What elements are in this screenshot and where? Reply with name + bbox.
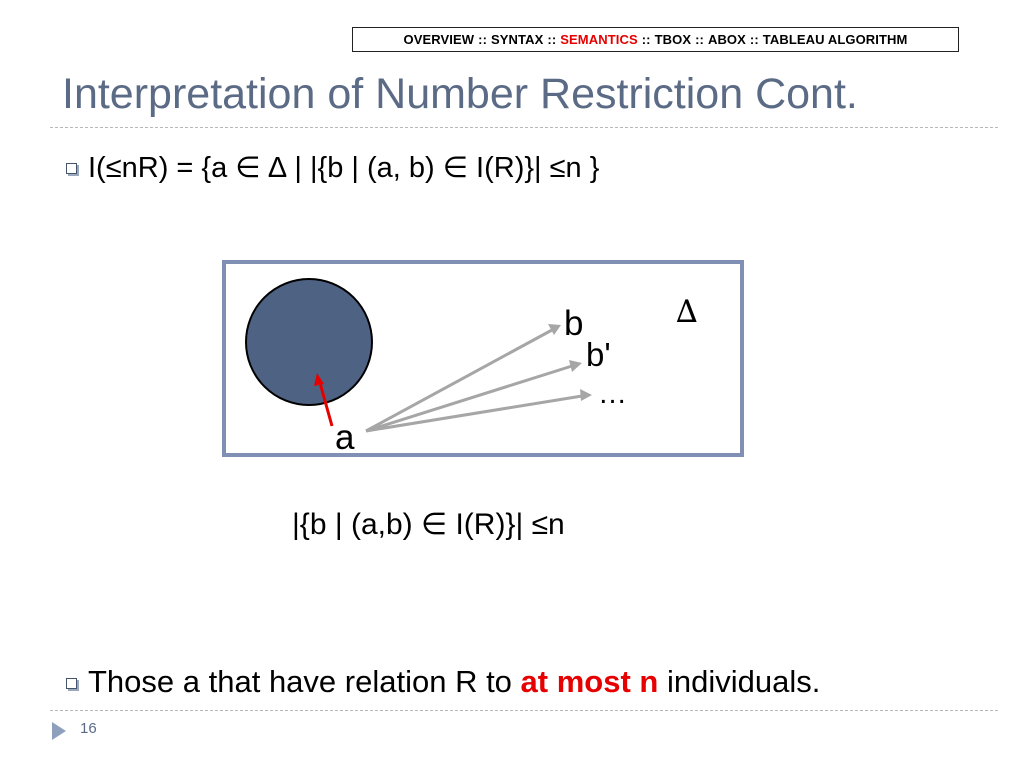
page-number: 16 xyxy=(80,720,97,737)
arrowhead-icon xyxy=(548,324,561,335)
cardinality-formula: |{b | (a,b) ∈ I(R)}| ≤n xyxy=(292,508,565,541)
definition-text: I(≤nR) = {a ∈ ∆ | |{b | (a, b) ∈ I(R)}| … xyxy=(88,152,600,184)
title-divider xyxy=(50,127,998,128)
triangle-right-icon xyxy=(52,722,66,740)
relation-arrow-more xyxy=(365,394,583,433)
interpretation-diagram: b b' … a ∆ xyxy=(222,260,744,457)
nav-separator: :: xyxy=(478,32,488,47)
label-delta: ∆ xyxy=(676,294,698,330)
section-nav: OVERVIEW :: SYNTAX :: SEMANTICS :: TBOX … xyxy=(352,27,959,52)
explanation-text-before: Those a that have relation R to xyxy=(88,664,521,699)
nav-separator: :: xyxy=(749,32,759,47)
nav-item-syntax[interactable]: SYNTAX xyxy=(491,32,544,47)
label-b: b xyxy=(564,304,583,343)
label-ellipsis: … xyxy=(598,378,627,410)
nav-item-overview[interactable]: OVERVIEW xyxy=(403,32,475,47)
arrowhead-icon xyxy=(580,389,592,401)
relation-arrow-b-prime xyxy=(365,364,573,433)
nav-item-semantics[interactable]: SEMANTICS xyxy=(560,32,638,47)
bullet-box-icon xyxy=(66,677,77,689)
footer-divider xyxy=(50,710,998,711)
nav-separator: :: xyxy=(695,32,704,47)
nav-item-abox[interactable]: ABOX xyxy=(707,32,746,47)
arrowhead-icon xyxy=(314,373,324,386)
nav-separator: :: xyxy=(641,32,651,47)
label-b-prime: b' xyxy=(586,336,611,373)
relation-arrow-b xyxy=(365,328,553,433)
relation-arrows xyxy=(365,324,592,433)
membership-arrow xyxy=(318,382,334,427)
bullet-box-icon xyxy=(66,163,77,174)
nav-item-tbox[interactable]: TBOX xyxy=(654,32,692,47)
explanation-text-after: individuals. xyxy=(658,664,821,699)
label-a: a xyxy=(335,418,355,457)
concept-circle xyxy=(245,278,373,406)
bullet-explanation: Those a that have relation R to at most … xyxy=(66,664,820,700)
explanation-highlight: at most n xyxy=(520,664,659,699)
nav-item-tableau-algorithm[interactable]: TABLEAU ALGORITHM xyxy=(762,32,908,47)
bullet-definition: I(≤nR) = {a ∈ ∆ | |{b | (a, b) ∈ I(R)}| … xyxy=(66,150,599,185)
nav-separator: :: xyxy=(547,32,557,47)
slide-title: Interpretation of Number Restriction Con… xyxy=(62,70,858,118)
arrowhead-icon xyxy=(569,360,582,372)
